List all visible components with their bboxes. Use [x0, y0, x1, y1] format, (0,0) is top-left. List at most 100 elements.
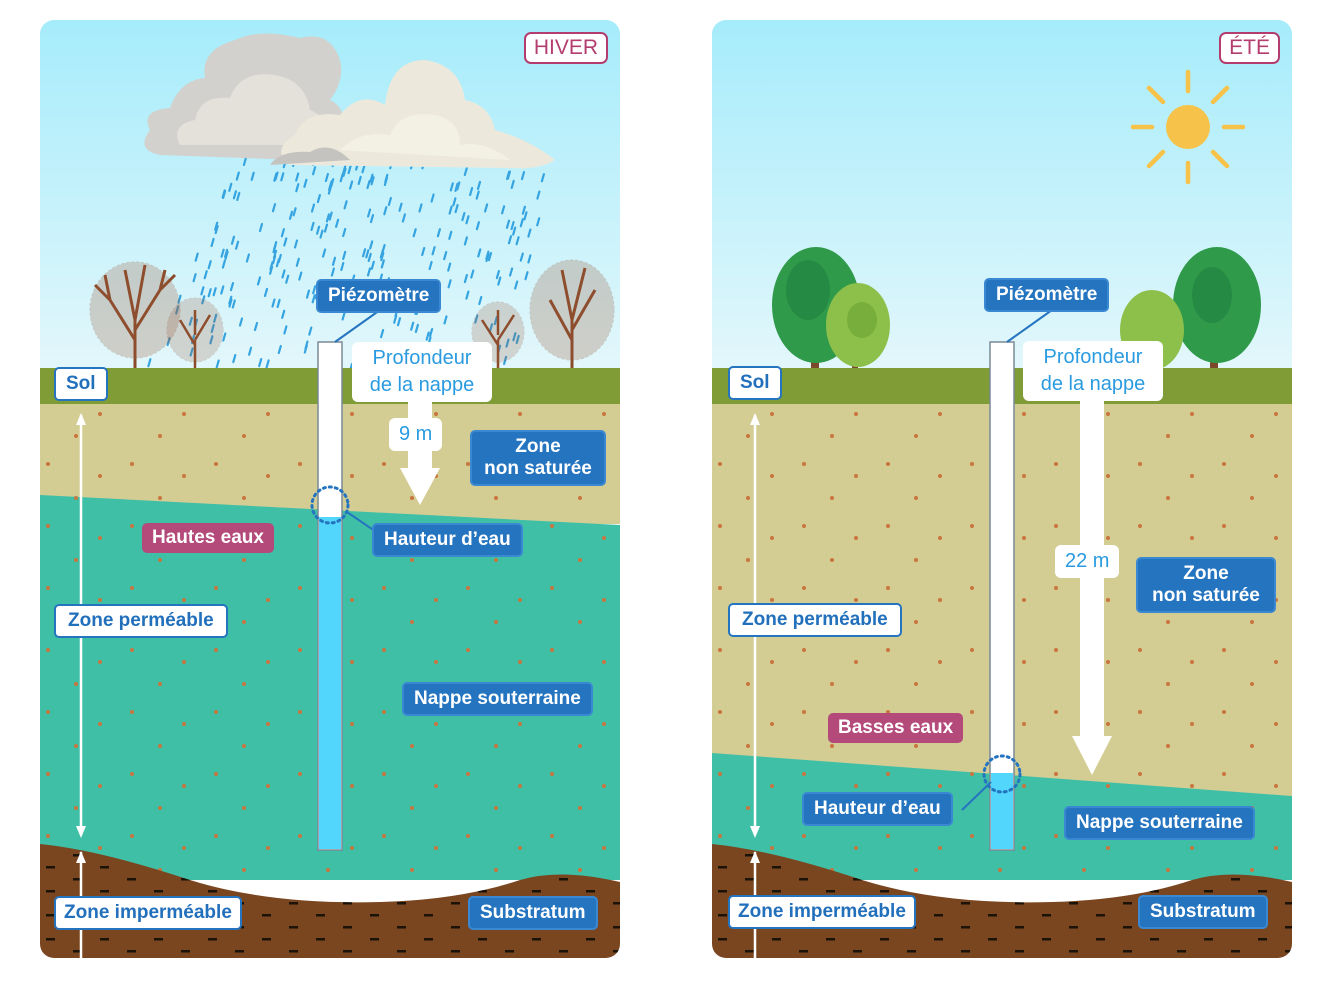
raindrop — [283, 325, 288, 335]
raindrop — [540, 173, 545, 183]
soil-label: Sol — [728, 366, 782, 400]
raindrop — [380, 329, 385, 339]
unsaturated-label-line-2: non saturée — [484, 458, 592, 479]
sun-icon — [1130, 69, 1246, 185]
cloud-icon — [144, 33, 555, 169]
water-table-depth-label: Profondeur de la nappe — [1023, 341, 1163, 401]
raindrop — [463, 274, 468, 284]
impermeable-zone-label: Zone imperméable — [54, 896, 242, 930]
raindrop — [283, 237, 288, 247]
raindrop — [447, 279, 452, 289]
bare-tree-icon — [89, 259, 615, 370]
raindrop — [339, 173, 344, 183]
raindrop — [515, 334, 520, 344]
raindrop — [497, 276, 502, 286]
raindrop — [349, 180, 354, 190]
raindrop — [452, 197, 457, 207]
raindrop — [505, 219, 511, 229]
raindrop — [495, 270, 500, 280]
raindrop — [323, 223, 329, 233]
raindrop — [272, 255, 277, 265]
season-label: HIVER — [523, 32, 608, 64]
leafy-tree-icon — [772, 247, 1261, 370]
piezometer-tube — [961, 309, 1053, 851]
raindrop — [342, 164, 347, 175]
raindrop — [484, 203, 489, 213]
raindrop — [410, 321, 415, 331]
raindrop — [330, 267, 335, 277]
raindrop — [454, 204, 459, 214]
raindrop — [398, 202, 403, 212]
raindrop — [303, 178, 308, 188]
raindrop — [514, 280, 519, 290]
raindrop — [470, 269, 475, 279]
raindrop — [281, 309, 286, 319]
raindrop — [370, 176, 375, 186]
raindrop — [207, 288, 212, 298]
raindrop — [347, 165, 352, 175]
depth-value: 9 m — [389, 418, 443, 451]
raindrop — [328, 181, 333, 191]
raindrop — [258, 358, 263, 368]
raindrop — [304, 340, 309, 350]
raindrop — [194, 252, 199, 262]
raindrop — [238, 317, 244, 327]
raindrop — [524, 271, 529, 281]
raindrop — [175, 305, 180, 315]
raindrop — [210, 323, 215, 334]
raindrop — [232, 190, 237, 200]
raindrop — [362, 248, 367, 258]
water-height-label: Hauteur d’eau — [372, 523, 523, 557]
water-height-label: Hauteur d’eau — [802, 792, 953, 826]
season-label: ÉTÉ — [1219, 32, 1280, 64]
raindrop — [396, 317, 402, 327]
raindrop — [367, 208, 372, 218]
raindrop — [463, 166, 468, 177]
raindrop — [487, 252, 493, 262]
raindrop — [228, 295, 233, 305]
raindrop — [269, 265, 274, 275]
raindrop — [308, 326, 313, 336]
raindrop — [429, 328, 434, 338]
raindrop — [316, 194, 321, 204]
raindrop — [229, 282, 235, 292]
piezometer-label: Piézomètre — [316, 279, 442, 313]
raindrop — [448, 205, 453, 215]
raindrop — [274, 171, 279, 181]
raindrop — [365, 249, 370, 259]
unsaturated-zone-label: Zone non saturée — [1136, 557, 1276, 613]
piezometer-tube — [310, 309, 386, 851]
raindrop — [222, 189, 227, 199]
raindrop — [421, 246, 426, 257]
raindrop — [510, 179, 515, 189]
raindrop — [228, 182, 233, 192]
raindrop — [501, 205, 506, 215]
raindrop — [271, 203, 277, 213]
raindrop — [475, 221, 480, 231]
raindrop — [463, 236, 468, 246]
raindrop — [366, 179, 371, 190]
raindrop — [456, 181, 461, 191]
raindrop — [478, 295, 483, 306]
raindrop — [331, 256, 337, 266]
permeable-zone-label: Zone perméable — [54, 604, 228, 638]
raindrop — [295, 172, 300, 182]
raindrop — [449, 182, 454, 192]
raindrop — [311, 294, 316, 304]
raindrop — [253, 321, 259, 332]
raindrop — [340, 261, 345, 272]
raindrop — [215, 359, 220, 369]
raindrop — [230, 235, 236, 245]
raindrop — [235, 171, 240, 181]
raindrop — [250, 171, 255, 181]
piezometer-label: Piézomètre — [984, 278, 1110, 312]
raindrop — [384, 173, 389, 183]
raindrop — [213, 313, 218, 323]
raindrop — [316, 225, 321, 235]
raindrop — [519, 252, 524, 262]
raindrop — [236, 191, 241, 201]
summer-scene — [712, 20, 1292, 958]
raindrop — [447, 262, 452, 272]
raindrop — [288, 210, 294, 220]
groundwater-label: Nappe souterraine — [1064, 806, 1255, 840]
